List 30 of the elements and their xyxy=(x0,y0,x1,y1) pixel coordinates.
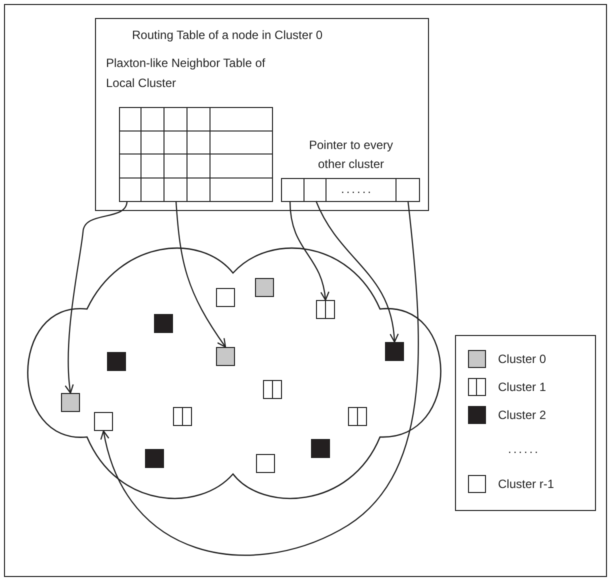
legend-label: Cluster 0 xyxy=(498,351,546,368)
ellipsis-text: ...... xyxy=(341,181,374,198)
cluster-node-square xyxy=(94,412,113,431)
cluster-node-square xyxy=(61,393,80,412)
cluster-node-square xyxy=(145,449,164,468)
pointer-heading: Pointer to every other cluster xyxy=(308,137,394,173)
cluster-node-square xyxy=(385,342,404,361)
cluster-node-square xyxy=(107,352,126,371)
table-heading: Plaxton-like Neighbor Table of Local Cluster xyxy=(106,55,266,92)
routing-table-box xyxy=(95,18,429,211)
cluster-node-square xyxy=(316,300,335,319)
cluster-node-square xyxy=(216,288,235,307)
legend-label: ...... xyxy=(508,441,540,458)
arrow xyxy=(289,200,329,301)
cluster-node-square xyxy=(348,407,367,426)
legend-label: Cluster r-1 xyxy=(498,476,554,493)
cluster-node-square xyxy=(263,380,282,399)
legend-label: Cluster 2 xyxy=(498,407,546,424)
cluster-node-square xyxy=(256,454,275,473)
cluster-node-square xyxy=(216,347,235,366)
arrow xyxy=(65,200,128,394)
arrow xyxy=(100,200,419,556)
cluster-node-square xyxy=(255,278,274,297)
cluster-node-square xyxy=(154,314,173,333)
legend-label: Cluster 1 xyxy=(498,379,546,396)
arrow xyxy=(315,200,398,343)
table-title: Routing Table of a node in Cluster 0 xyxy=(132,27,323,44)
cluster-node-square xyxy=(173,407,192,426)
cluster-node-square xyxy=(311,439,330,458)
arrow xyxy=(175,200,226,348)
